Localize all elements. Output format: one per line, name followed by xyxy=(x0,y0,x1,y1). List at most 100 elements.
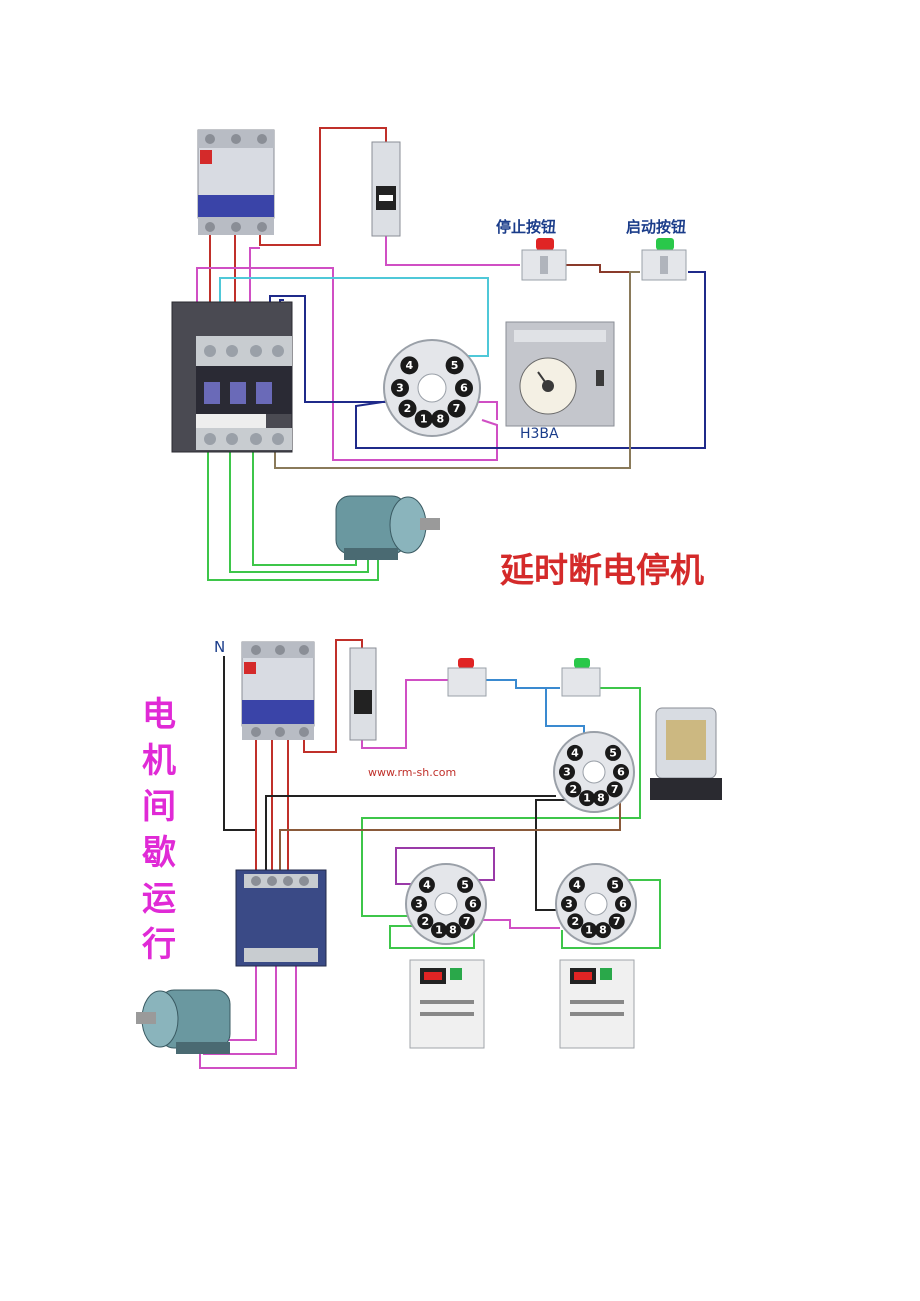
start-button-label: 启动按钮 xyxy=(626,218,686,236)
socket-pin-number: 2 xyxy=(569,783,577,796)
digital-timer-1 xyxy=(409,959,485,1049)
socket-pin xyxy=(418,876,435,893)
timer-relay-h3ba xyxy=(505,321,615,427)
socket-pin-number: 2 xyxy=(571,915,579,928)
socket-pin-number: 4 xyxy=(406,359,414,372)
socket-pin-number: 4 xyxy=(423,878,431,891)
socket-pin xyxy=(613,764,629,780)
socket-pin xyxy=(561,896,577,912)
single-pole-breaker xyxy=(371,141,401,237)
socket-pin xyxy=(594,922,611,939)
diagram-1-wires xyxy=(196,127,706,581)
stop-button xyxy=(521,238,567,281)
diagram-1-title: 延时断电停机 xyxy=(500,551,704,591)
neutral-label: N xyxy=(214,638,225,656)
socket-pin-number: 3 xyxy=(396,382,404,395)
three-pole-breaker-2 xyxy=(241,641,315,740)
socket-pin xyxy=(398,399,417,418)
motor-2 xyxy=(136,989,231,1054)
socket-pin-number: 1 xyxy=(583,792,591,805)
socket-pin-number: 7 xyxy=(463,915,471,928)
socket-pin xyxy=(417,913,434,930)
contactor xyxy=(171,301,293,453)
socket-pin xyxy=(447,399,466,418)
socket-pin-number: 7 xyxy=(613,915,621,928)
website-label: www.rm-sh.com xyxy=(368,766,456,779)
socket-pin xyxy=(465,896,481,912)
socket-pin-number: 3 xyxy=(415,898,423,911)
socket-pin xyxy=(431,409,450,428)
socket-pin-number: 6 xyxy=(619,898,627,911)
contactor-2 xyxy=(235,869,327,967)
socket-pin xyxy=(455,379,473,397)
stop-button-label: 停止按钮 xyxy=(496,218,556,236)
socket-pin xyxy=(414,409,433,428)
socket-pin xyxy=(579,790,596,807)
socket-pin xyxy=(411,896,427,912)
socket-pin xyxy=(605,744,622,761)
title-char-3: 间 xyxy=(142,787,176,827)
socket-pin xyxy=(607,876,624,893)
socket-pin-number: 6 xyxy=(460,382,468,395)
title-char-6: 行 xyxy=(142,925,176,965)
socket-pin xyxy=(608,913,625,930)
plug-in-relay xyxy=(650,707,722,800)
start-button xyxy=(641,238,687,281)
octal-socket-4: 12 34 56 78 xyxy=(555,863,637,945)
socket-pin-number: 3 xyxy=(563,766,571,779)
socket-pin-number: 1 xyxy=(420,412,428,425)
socket-pin xyxy=(559,764,575,780)
socket-pin-number: 2 xyxy=(404,402,412,415)
socket-pin-number: 1 xyxy=(585,924,593,937)
socket-pin-number: 8 xyxy=(436,412,444,425)
socket-pin xyxy=(445,356,464,375)
socket-pin xyxy=(615,896,631,912)
octal-socket-2: 12 34 56 78 xyxy=(553,731,635,813)
socket-pin xyxy=(400,356,419,375)
single-pole-breaker-2 xyxy=(349,647,377,741)
socket-pin-number: 7 xyxy=(611,783,619,796)
socket-pin xyxy=(458,913,475,930)
socket-pin-number: 2 xyxy=(421,915,429,928)
socket-pin-number: 6 xyxy=(469,898,477,911)
socket-pin xyxy=(391,379,409,397)
socket-pin-number: 5 xyxy=(609,746,617,759)
start-button-2 xyxy=(561,658,601,697)
socket-pin-number: 4 xyxy=(571,746,579,759)
title-char-4: 歇 xyxy=(142,833,176,873)
socket-pin-number: 4 xyxy=(573,878,581,891)
socket-pin xyxy=(457,876,474,893)
motor-1 xyxy=(335,495,440,560)
socket-pin-number: 5 xyxy=(611,878,619,891)
digital-timer-2 xyxy=(559,959,635,1049)
three-pole-breaker xyxy=(197,129,275,235)
stop-button-2 xyxy=(447,658,487,697)
socket-pin xyxy=(566,744,583,761)
title-char-5: 运 xyxy=(142,879,176,919)
title-char-1: 电 xyxy=(142,695,176,735)
socket-pin xyxy=(565,781,582,798)
socket-pin xyxy=(581,922,598,939)
socket-pin xyxy=(444,922,461,939)
diagram-2: N 电 机 间 歇 运 行 www.rm-sh.com xyxy=(136,638,722,1069)
socket-pin-number: 3 xyxy=(565,898,573,911)
socket-pin-number: 8 xyxy=(599,924,607,937)
title-char-2: 机 xyxy=(142,741,176,781)
socket-pin-number: 8 xyxy=(449,924,457,937)
socket-pin-number: 5 xyxy=(451,359,459,372)
socket-pin-number: 6 xyxy=(617,766,625,779)
diagram-2-title: 电 机 间 歇 运 行 xyxy=(142,695,176,965)
socket-pin-number: 1 xyxy=(435,924,443,937)
socket-pin-number: 5 xyxy=(461,878,469,891)
socket-pin-number: 7 xyxy=(453,402,461,415)
socket-pin xyxy=(568,876,585,893)
socket-pin-number: 8 xyxy=(597,792,605,805)
socket-pin xyxy=(567,913,584,930)
socket-pin xyxy=(431,922,448,939)
socket-pin xyxy=(606,781,623,798)
timer-model-label: H3BA xyxy=(520,426,559,442)
octal-socket-3: 12 34 56 78 xyxy=(405,863,487,945)
socket-pin xyxy=(592,790,609,807)
